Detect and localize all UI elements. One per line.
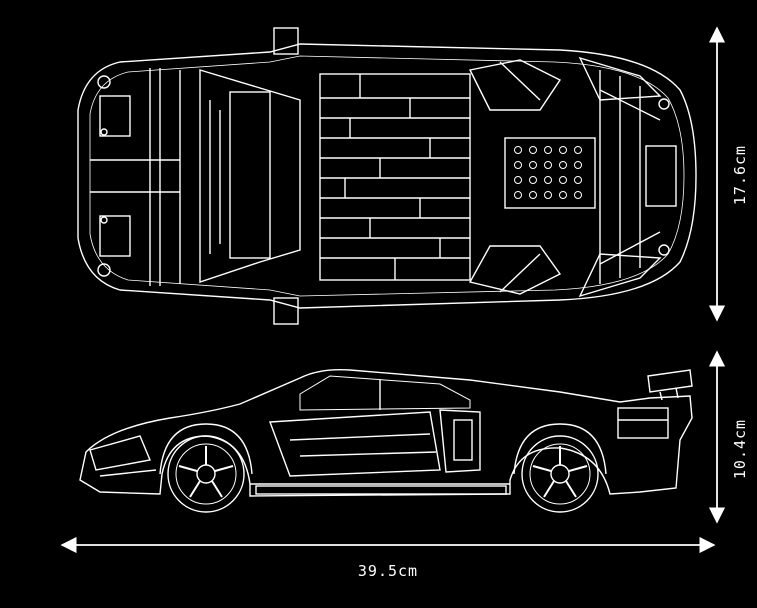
- length-label: 39.5cm: [357, 562, 419, 580]
- car-top-view: [77, 27, 697, 325]
- width-label: 17.6cm: [731, 144, 749, 206]
- dimension-lines: [60, 26, 726, 554]
- car-side-view: [79, 368, 693, 513]
- height-label: 10.4cm: [731, 418, 749, 480]
